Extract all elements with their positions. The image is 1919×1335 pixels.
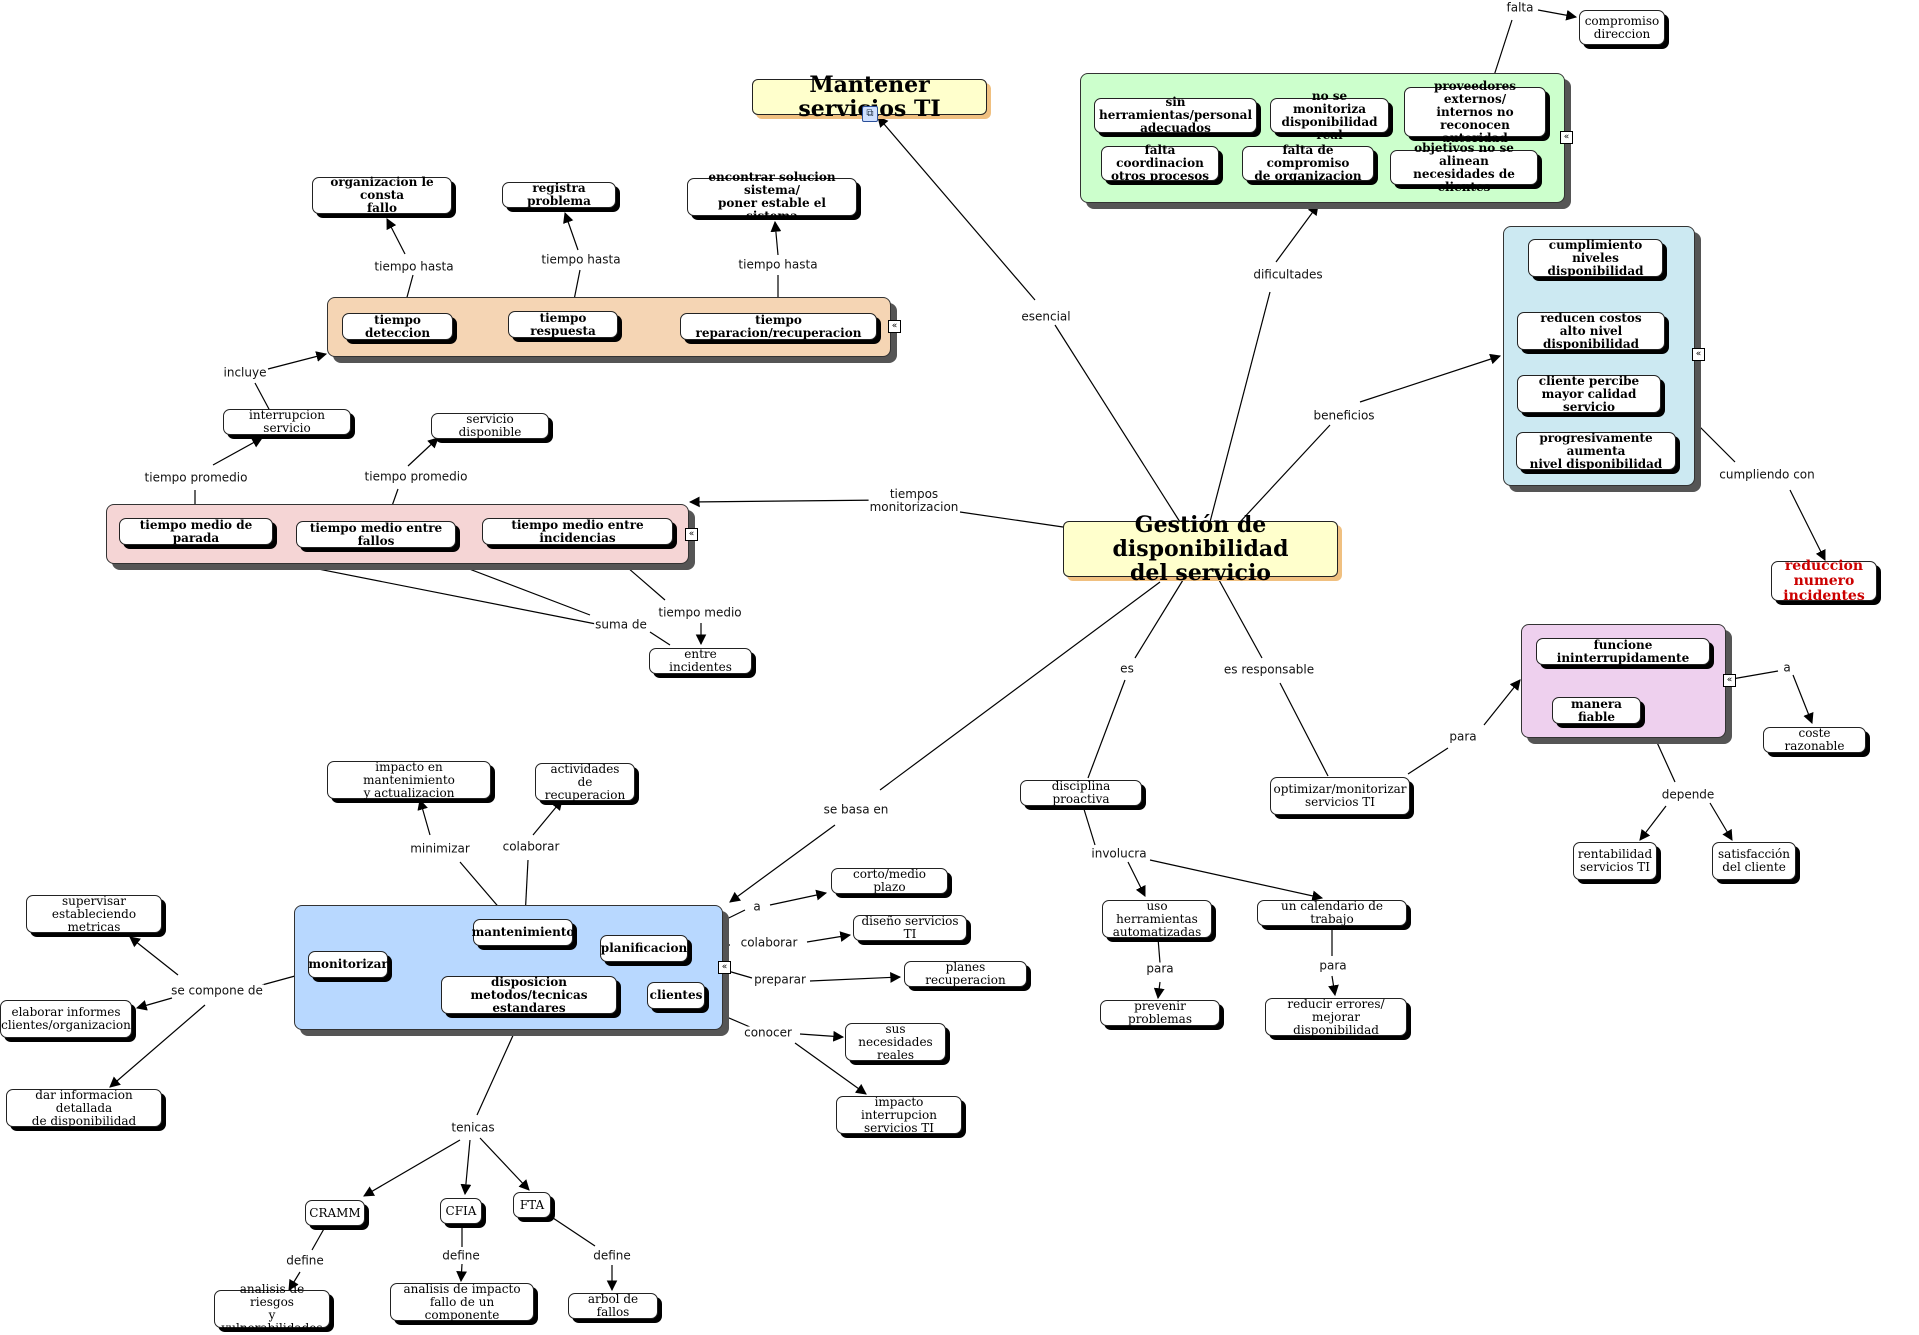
link-label: es bbox=[1119, 661, 1135, 676]
link-label: tenicas bbox=[450, 1120, 496, 1135]
link-label: minimizar bbox=[409, 841, 471, 856]
diseno-node[interactable]: diseño servicios TI bbox=[853, 915, 967, 941]
org-fallo-node[interactable]: organizacion le consta fallo bbox=[312, 176, 452, 215]
link-label: tiempo promedio bbox=[143, 470, 249, 485]
compromiso-node[interactable]: compromiso direccion bbox=[1579, 10, 1665, 45]
beneficio-item[interactable]: cliente percibe mayor calidad servicio bbox=[1517, 374, 1661, 413]
calendario-node[interactable]: un calendario de trabajo bbox=[1257, 900, 1407, 926]
medio-item[interactable]: tiempo medio entre fallos bbox=[296, 521, 456, 548]
link-label: para bbox=[1318, 958, 1348, 973]
dificultad-item[interactable]: proveedores externos/ internos no recono… bbox=[1404, 79, 1546, 144]
elaborar-node[interactable]: elaborar informes clientes/organizacion bbox=[0, 1000, 132, 1038]
link-label: para bbox=[1145, 961, 1175, 976]
dificultad-item[interactable]: no se monitoriza disponibilidad real bbox=[1270, 89, 1389, 141]
link-label: define bbox=[441, 1248, 481, 1263]
actividades-node[interactable]: actividades de recuperacion bbox=[535, 762, 635, 801]
expand-icon[interactable]: « bbox=[1692, 348, 1705, 361]
link-label: beneficios bbox=[1312, 408, 1376, 423]
link-label: tiempo hasta bbox=[373, 259, 455, 274]
cfia-node[interactable]: CFIA bbox=[440, 1198, 482, 1224]
link-label: preparar bbox=[753, 972, 807, 987]
sus-nec-node[interactable]: sus necesidades reales bbox=[845, 1022, 946, 1061]
link-label: conocer bbox=[743, 1025, 793, 1040]
dificultad-item[interactable]: falta coordinacion otros procesos bbox=[1101, 144, 1219, 183]
link-label: tiempos monitorizacion bbox=[868, 487, 960, 514]
dificultad-item[interactable]: objetivos no se alinean necesidades de c… bbox=[1390, 141, 1538, 193]
link-label: depende bbox=[1660, 787, 1716, 802]
link-label: define bbox=[285, 1253, 325, 1268]
prevenir-node[interactable]: prevenir problemas bbox=[1100, 1000, 1220, 1026]
link-label: colaborar bbox=[501, 839, 561, 854]
planes-node[interactable]: planes recuperacion bbox=[904, 961, 1027, 987]
registra-node[interactable]: registra problema bbox=[502, 182, 616, 208]
link-label: a bbox=[752, 899, 762, 914]
link-label: tiempo hasta bbox=[737, 257, 819, 272]
expand-icon[interactable]: « bbox=[685, 528, 698, 541]
optimizar-node[interactable]: optimizar/monitorizar servicios TI bbox=[1270, 777, 1410, 815]
entre-incidentes-node[interactable]: entre incidentes bbox=[649, 648, 752, 674]
corto-node[interactable]: corto/medio plazo bbox=[831, 868, 948, 894]
beneficio-item[interactable]: cumplimiento niveles disponibilidad bbox=[1528, 238, 1663, 277]
coste-node[interactable]: coste razonable bbox=[1763, 727, 1866, 753]
basa-item[interactable]: planificacion bbox=[600, 935, 688, 962]
link-label: tiempo promedio bbox=[363, 469, 469, 484]
mantener-servicios[interactable]: Mantener servicios TI bbox=[752, 73, 987, 121]
rentabilidad-node[interactable]: rentabilidad servicios TI bbox=[1573, 842, 1657, 880]
link-label: define bbox=[592, 1248, 632, 1263]
basa-item[interactable]: monitorizar bbox=[308, 951, 388, 978]
tiempo-item[interactable]: tiempo reparacion/recuperacion bbox=[680, 313, 877, 340]
fta-node[interactable]: FTA bbox=[513, 1192, 551, 1218]
funcione-item[interactable]: funcione ininterrupidamente bbox=[1536, 638, 1710, 665]
dificultad-item[interactable]: sin herramientas/personal adecuados bbox=[1094, 96, 1257, 135]
link-label: tiempo medio bbox=[657, 605, 743, 620]
analisis-impacto-node[interactable]: analisis de impacto fallo de un componen… bbox=[390, 1282, 534, 1321]
disciplina-node[interactable]: disciplina proactiva bbox=[1020, 780, 1142, 806]
interrupcion-node[interactable]: interrupcion servicio bbox=[223, 409, 351, 435]
tiempo-item[interactable]: tiempo respuesta bbox=[508, 311, 618, 338]
expand-icon[interactable]: « bbox=[1723, 674, 1736, 687]
basa-item[interactable]: mantenimiento bbox=[472, 919, 574, 946]
main-concept[interactable]: Gestión de disponibilidad del servicio bbox=[1063, 513, 1338, 585]
link-label: involucra bbox=[1090, 846, 1148, 861]
funcione-item[interactable]: manera fiable bbox=[1552, 697, 1641, 724]
servicio-disp-node[interactable]: servicio disponible bbox=[431, 413, 549, 439]
expand-icon[interactable]: « bbox=[1560, 131, 1573, 144]
link-icon[interactable]: ⧉ bbox=[862, 106, 878, 122]
link-label: esencial bbox=[1020, 309, 1072, 324]
basa-item[interactable]: clientes bbox=[647, 982, 705, 1009]
beneficio-item[interactable]: reducen costos alto nivel disponibilidad bbox=[1517, 311, 1665, 350]
dificultad-item[interactable]: falta de compromiso de organizacion bbox=[1242, 144, 1374, 183]
link-label: para bbox=[1448, 729, 1478, 744]
link-label: cumpliendo con bbox=[1718, 467, 1816, 482]
tiempo-item[interactable]: tiempo deteccion bbox=[342, 313, 453, 340]
dar-info-node[interactable]: dar informacion detallada de disponibili… bbox=[6, 1088, 162, 1127]
beneficio-item[interactable]: progresivamente aumenta nivel disponibil… bbox=[1516, 431, 1676, 470]
arbol-node[interactable]: arbol de fallos bbox=[568, 1293, 658, 1319]
link-label: falta bbox=[1505, 0, 1535, 15]
link-label: es responsable bbox=[1222, 662, 1316, 677]
reduccion-node[interactable]: reduccion numero incidentes bbox=[1771, 558, 1877, 603]
cramm-node[interactable]: CRAMM bbox=[305, 1200, 365, 1226]
link-label: a bbox=[1782, 660, 1792, 675]
link-label: se compone de bbox=[170, 983, 264, 998]
analisis-riesgos-node[interactable]: analisis de riesgos y vulnerabilidades bbox=[214, 1283, 330, 1335]
expand-icon[interactable]: « bbox=[888, 320, 901, 333]
impacto-int-node[interactable]: impacto interrupcion servicios TI bbox=[836, 1095, 962, 1134]
satisfaccion-node[interactable]: satisfacción del cliente bbox=[1712, 842, 1796, 880]
expand-icon[interactable]: « bbox=[718, 961, 731, 974]
link-label: dificultades bbox=[1252, 267, 1324, 282]
link-label: suma de bbox=[594, 617, 648, 632]
medio-item[interactable]: tiempo medio de parada bbox=[119, 518, 273, 545]
encontrar-node[interactable]: encontrar solucion sistema/ poner establ… bbox=[687, 171, 857, 223]
supervisar-node[interactable]: supervisar estableciendo metricas bbox=[26, 894, 162, 933]
link-label: tiempo hasta bbox=[540, 252, 622, 267]
impacto-mant-node[interactable]: impacto en mantenimiento y actualizacion bbox=[327, 760, 491, 799]
reducir-err-node[interactable]: reducir errores/ mejorar disponibilidad bbox=[1265, 997, 1407, 1036]
link-label: incluye bbox=[222, 365, 268, 380]
medio-item[interactable]: tiempo medio entre incidencias bbox=[482, 518, 673, 545]
link-label: se basa en bbox=[822, 802, 890, 817]
basa-item[interactable]: disposicion metodos/tecnicas estandares bbox=[441, 975, 617, 1014]
link-label: colaborar bbox=[739, 935, 799, 950]
uso-herr-node[interactable]: uso herramientas automatizadas bbox=[1102, 899, 1212, 938]
